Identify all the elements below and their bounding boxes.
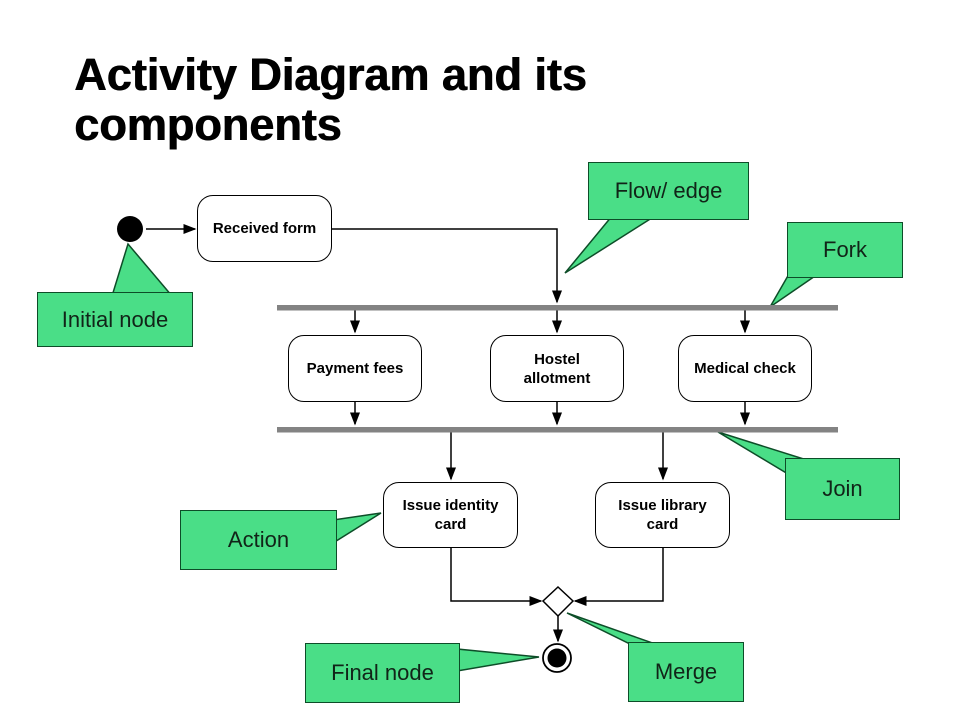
callout-fork: Fork <box>787 222 903 278</box>
slide-title: Activity Diagram and its components <box>74 49 587 151</box>
callout-fork-label: Fork <box>823 237 867 262</box>
node-issue-library-card: Issue library card <box>595 482 730 548</box>
node-hostel-allotment-label: Hostel allotment <box>523 350 591 387</box>
node-medical-check-label: Medical check <box>694 360 796 377</box>
callout-final-node-label: Final node <box>331 660 434 685</box>
callout-merge: Merge <box>628 642 744 702</box>
node-payment-fees-label: Payment fees <box>306 360 404 377</box>
callout-flow-edge-label: Flow/ edge <box>614 178 723 203</box>
fork-callout-tail <box>769 273 821 308</box>
callout-initial-node-label: Initial node <box>61 306 169 332</box>
callout-action: Action <box>180 510 337 570</box>
flow-received-form-to-fork <box>332 228 562 304</box>
node-issue-identity-card-label: Issue identity card <box>402 497 499 533</box>
node-issue-library-card-label: Issue library card <box>618 497 707 533</box>
callout-action-label: Action <box>227 527 290 552</box>
node-payment-fees: Payment fees <box>288 335 422 402</box>
initial-node-callout-tail <box>110 242 174 297</box>
merge-diamond <box>541 585 575 618</box>
flow-issue-identity-to-merge <box>450 548 543 606</box>
callout-initial-node: Initial node <box>37 292 193 347</box>
final-node-callout-tail <box>456 648 540 672</box>
flow-issue-library-to-merge <box>573 548 664 606</box>
action-callout-tail <box>332 512 382 545</box>
node-received-form-label: Received form <box>212 220 317 237</box>
fork-bar <box>277 305 838 311</box>
callout-flow-edge: Flow/ edge <box>588 162 749 220</box>
node-issue-identity-card: Issue identity card <box>383 482 518 548</box>
flow-edge-callout-tail <box>564 215 658 274</box>
callout-final-node: Final node <box>305 643 460 703</box>
node-medical-check: Medical check <box>678 335 812 402</box>
callout-merge-label: Merge <box>654 659 718 684</box>
node-hostel-allotment: Hostel allotment <box>490 335 624 402</box>
callout-join-label: Join <box>822 476 863 501</box>
node-received-form: Received form <box>197 195 332 262</box>
callout-join: Join <box>785 458 900 520</box>
final-node-inner-dot <box>547 648 567 668</box>
join-bar <box>277 427 838 433</box>
initial-node <box>117 216 143 242</box>
